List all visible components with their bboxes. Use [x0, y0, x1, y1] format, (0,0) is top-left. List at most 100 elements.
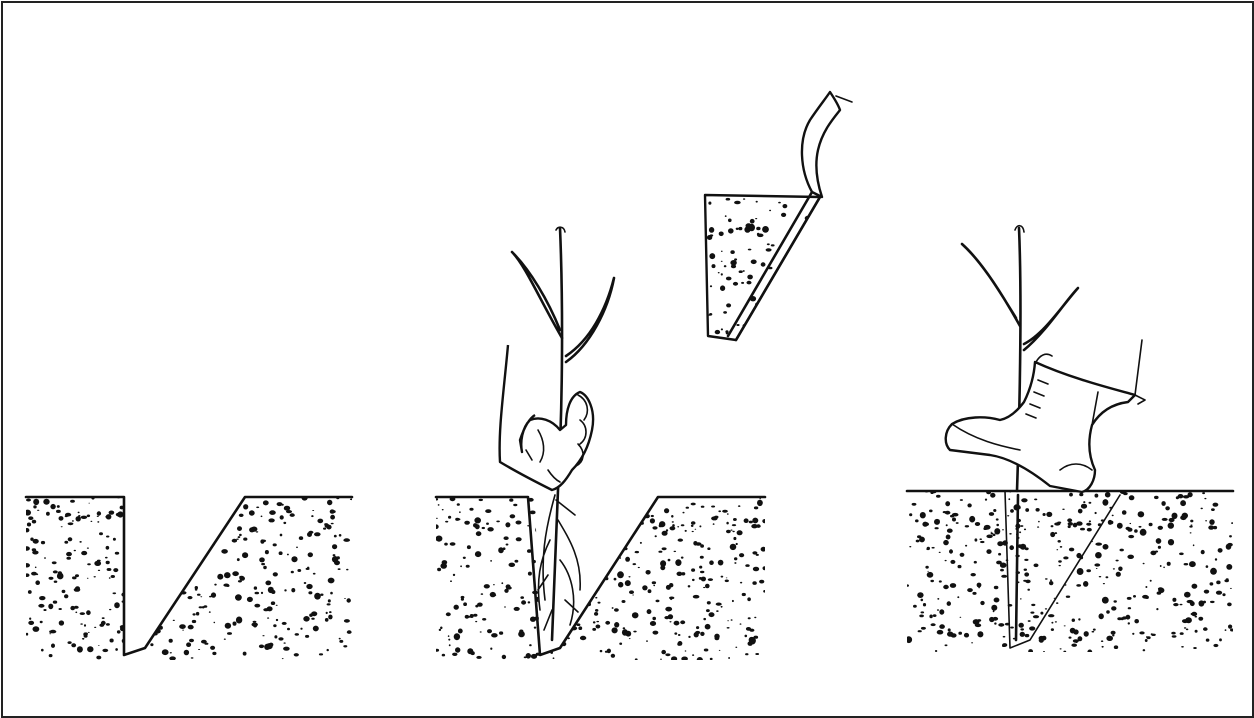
soil-speck [719, 650, 721, 651]
soil-speck [1084, 631, 1089, 637]
soil-speck [718, 560, 724, 566]
soil-speck [296, 547, 298, 549]
soil-speck [541, 645, 544, 648]
soil-speck [337, 556, 340, 559]
soil-speck [1029, 626, 1035, 630]
soil-speck [468, 616, 471, 618]
soil-speck [1103, 544, 1109, 550]
soil-speck [680, 620, 685, 624]
soil-speck [99, 532, 103, 535]
soil-speck [1173, 603, 1178, 606]
soil-speck [271, 513, 274, 514]
soil-speck [291, 556, 297, 562]
soil-speck [1139, 631, 1144, 634]
soil-speck [39, 596, 45, 600]
soil-speck [1168, 522, 1174, 528]
soil-speck [94, 561, 101, 566]
soil-speck [564, 588, 570, 594]
soil-speck [1226, 578, 1229, 580]
soil-speck [792, 267, 795, 269]
soil-speck [109, 510, 115, 514]
soil-speck [579, 525, 582, 527]
soil-speck [739, 553, 744, 557]
soil-speck [94, 627, 96, 628]
soil-speck [934, 519, 940, 525]
soil-speck [32, 520, 36, 524]
soil-speck [738, 227, 742, 230]
soil-speck [625, 580, 631, 586]
soil-speck [463, 602, 467, 606]
soil-speck [607, 649, 611, 654]
soil-speck [757, 233, 760, 236]
soil-speck [763, 566, 767, 570]
soil-speck [271, 601, 275, 605]
soil-speck [594, 612, 598, 616]
soil-speck [350, 499, 353, 501]
soil-speck [573, 577, 577, 581]
soil-speck [1158, 588, 1164, 593]
soil-speck [947, 632, 953, 637]
soil-speck [584, 543, 586, 545]
soil-speck [746, 223, 752, 228]
soil-speck [317, 519, 323, 524]
soil-speck [475, 551, 481, 557]
soil-speck [755, 218, 757, 219]
seedling-roots [538, 495, 580, 630]
soil-speck [179, 624, 186, 629]
soil-speck [595, 597, 597, 599]
soil-speck [1003, 636, 1006, 638]
soil-speck [731, 265, 736, 269]
soil-speck [929, 615, 932, 619]
soil-speck [1077, 568, 1084, 575]
soil-texture [434, 497, 767, 663]
soil-speck [917, 592, 923, 598]
soil-speck [753, 567, 759, 572]
soil-speck [613, 549, 615, 551]
soil-speck [256, 507, 259, 509]
soil-speck [592, 628, 596, 631]
soil-speck [280, 515, 284, 519]
soil-speck [209, 516, 213, 519]
soil-speck [330, 509, 335, 513]
soil-speck [1025, 580, 1030, 584]
soil-speck [64, 594, 68, 598]
soil-speck [347, 630, 352, 634]
soil-speck [110, 639, 114, 643]
soil-speck [692, 654, 694, 656]
soil-speck [672, 524, 675, 527]
soil-speck [344, 619, 350, 623]
soil-speck [1116, 560, 1119, 562]
soil-speck [440, 627, 442, 630]
soil-speck [475, 621, 477, 622]
soil-speck [921, 627, 926, 630]
soil-speck [1227, 543, 1233, 547]
soil-speck [599, 519, 604, 524]
soil-speck [732, 524, 736, 526]
soil-speck [278, 637, 283, 640]
soil-speck [136, 520, 138, 521]
soil-speck [219, 499, 225, 504]
soil-speck [530, 617, 536, 622]
soil-speck [1208, 525, 1214, 529]
soil-speck [1112, 515, 1114, 517]
soil-speck [660, 659, 662, 660]
soil-speck [617, 571, 624, 578]
soil-speck [192, 620, 196, 623]
soil-speck [1128, 535, 1134, 538]
soil-speck [801, 273, 805, 277]
soil-speck [935, 527, 939, 529]
soil-speck [1190, 520, 1193, 523]
soil-speck [972, 592, 976, 595]
soil-speck [744, 518, 749, 523]
soil-speck [931, 623, 936, 626]
soil-speck [1106, 636, 1113, 641]
soil-speck [748, 249, 752, 251]
soil-speck [1020, 598, 1022, 599]
soil-speck [197, 548, 200, 549]
soil-speck [506, 544, 509, 546]
soil-speck [201, 640, 207, 644]
soil-speck [808, 223, 815, 227]
soil-speck [132, 520, 136, 524]
soil-speck [230, 511, 233, 514]
